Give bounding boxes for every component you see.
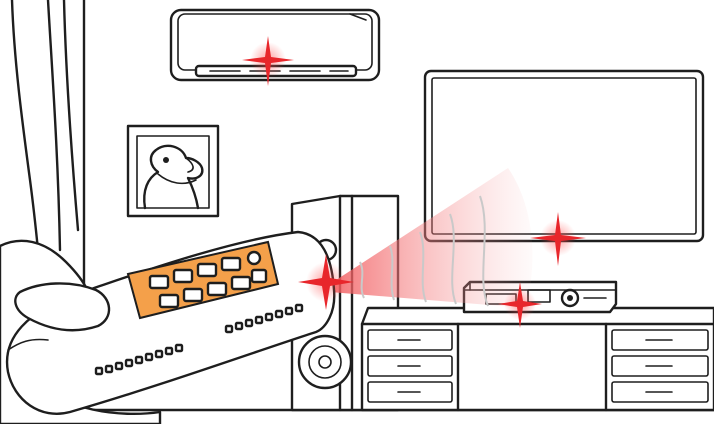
duck-portrait-icon [126,124,220,218]
ir-signal-markers [242,36,586,328]
curtain-icon [10,0,86,302]
remote-screen-buttons[interactable] [148,250,268,309]
tv-stand-icon [360,306,714,412]
ir-sparkle-remote-icon [298,254,354,310]
remote-body[interactable] [5,230,336,415]
remote-front-buttons[interactable] [94,303,304,376]
ir-sparkle-ac-icon [242,36,294,86]
ir-sparkle-tv-icon [530,212,586,266]
ir-beam [330,168,533,308]
ir-sparkle-receiver-icon [498,282,542,328]
